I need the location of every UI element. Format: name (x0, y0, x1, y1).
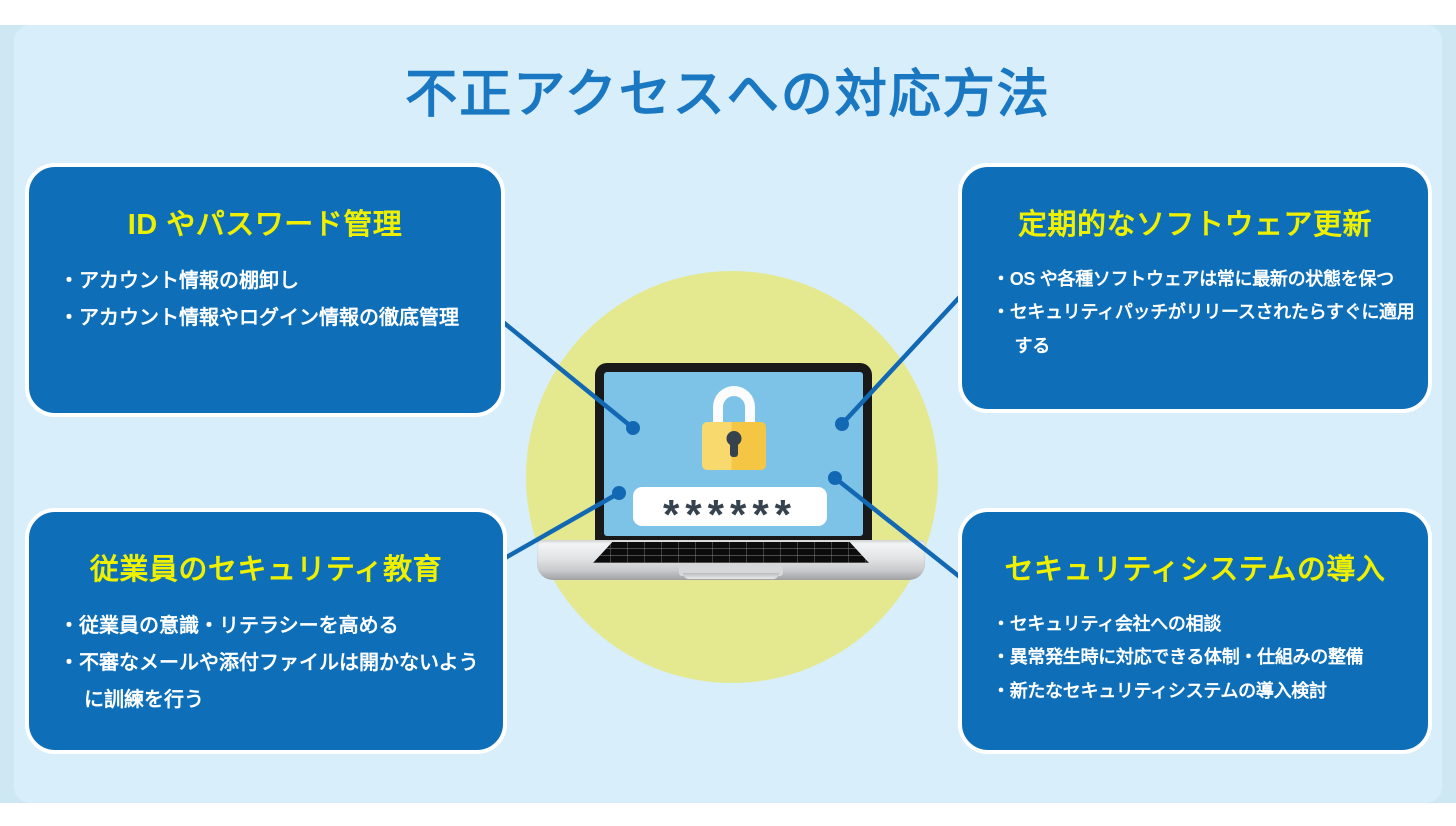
laptop-lid-notch (683, 573, 779, 579)
card-id-password: ID やパスワード管理 ・アカウント情報の棚卸し ・アカウント情報やログイン情報… (25, 163, 505, 417)
card-bullet-list: ・従業員の意識・リテラシーを高める ・不審なメールや添付ファイルは開かないように… (29, 608, 503, 719)
laptop-base (537, 540, 925, 580)
card-bullet-list: ・OS や各種ソフトウェアは常に最新の状態を保つ ・セキュリティパッチがリリース… (962, 263, 1428, 363)
bullet-item: ・アカウント情報の棚卸し (59, 270, 299, 292)
lock-body (701, 422, 766, 470)
page-title: 不正アクセスへの対応方法 (405, 66, 1051, 124)
bullet-item: ・新たなセキュリティシステムの導入検討 (992, 680, 1327, 701)
bullet-item: ・従業員の意識・リテラシーを高める (59, 615, 399, 637)
card-title: セキュリティシステムの導入 (1004, 554, 1386, 586)
bullet-item: ・OS や各種ソフトウェアは常に最新の状態を保つ (992, 269, 1394, 289)
laptop-touchpad (679, 565, 783, 576)
lock-icon (701, 386, 766, 470)
card-bullet-list: ・アカウント情報の棚卸し ・アカウント情報やログイン情報の徹底管理 (29, 263, 501, 337)
card-employee-education: 従業員のセキュリティ教育 ・従業員の意識・リテラシーを高める ・不審なメールや添… (25, 508, 507, 754)
laptop-keyboard (593, 542, 869, 563)
bullet-item: ・セキュリティ会社への相談 (992, 614, 1222, 634)
keyhole-stem (729, 441, 738, 457)
bullet-item: ・不審なメールや添付ファイルは開かないように訓練を行う (59, 652, 479, 711)
card-title: ID やパスワード管理 (127, 209, 403, 241)
laptop-screen: ****** (595, 363, 872, 542)
password-mask: ****** (662, 490, 798, 538)
card-security-system: セキュリティシステムの導入 ・セキュリティ会社への相談 ・異常発生時に対応できる… (958, 508, 1432, 754)
bullet-item: ・異常発生時に対応できる体制・仕組みの整備 (992, 647, 1364, 668)
card-title: 従業員のセキュリティ教育 (89, 554, 443, 586)
bullet-item: ・セキュリティパッチがリリースされたらすぐに適用する (992, 302, 1415, 356)
password-field: ****** (633, 487, 827, 538)
bullet-item: ・アカウント情報やログイン情報の徹底管理 (59, 307, 459, 329)
laptop-screen-display: ****** (604, 372, 863, 538)
card-bullet-list: ・セキュリティ会社への相談 ・異常発生時に対応できる体制・仕組みの整備 ・新たな… (962, 608, 1428, 708)
lock-shackle (712, 386, 755, 428)
card-software-update: 定期的なソフトウェア更新 ・OS や各種ソフトウェアは常に最新の状態を保つ ・セ… (958, 163, 1432, 413)
card-title: 定期的なソフトウェア更新 (1017, 209, 1372, 241)
